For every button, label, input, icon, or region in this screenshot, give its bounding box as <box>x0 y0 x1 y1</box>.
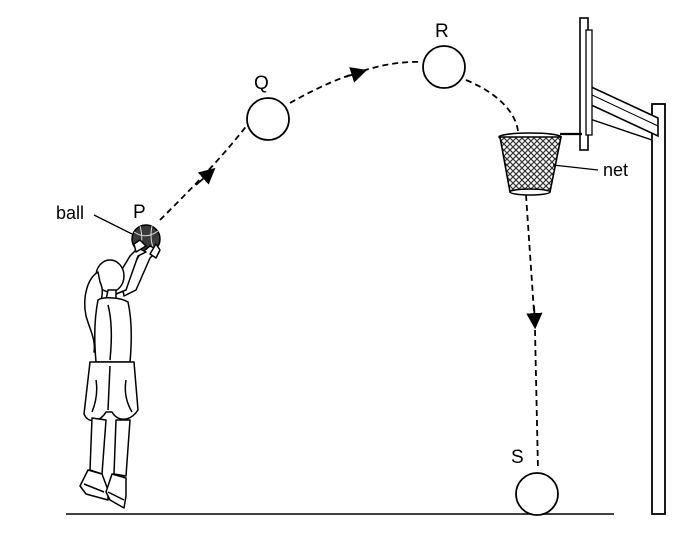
arrow-p-q <box>195 167 216 186</box>
backboard-arm <box>586 83 659 141</box>
ball-position-s <box>515 472 559 516</box>
net <box>498 132 562 196</box>
net-label: net <box>603 160 628 180</box>
arrow-q-r <box>344 67 368 83</box>
label-s: S <box>511 447 524 468</box>
backboard <box>579 17 593 151</box>
ball-position-r <box>422 45 466 89</box>
label-ball: ball <box>56 203 84 223</box>
arrow-down <box>526 305 543 330</box>
label-p: P <box>133 202 146 223</box>
ball-position-q <box>246 97 290 141</box>
ball-leader-line <box>93 214 133 235</box>
drop-path <box>525 194 539 471</box>
basketball-player <box>79 224 161 509</box>
label-q: Q <box>254 73 269 94</box>
support-pole <box>651 103 666 515</box>
label-r: R <box>435 21 449 42</box>
trajectory-path <box>159 61 519 221</box>
net-leader-line <box>552 164 599 171</box>
